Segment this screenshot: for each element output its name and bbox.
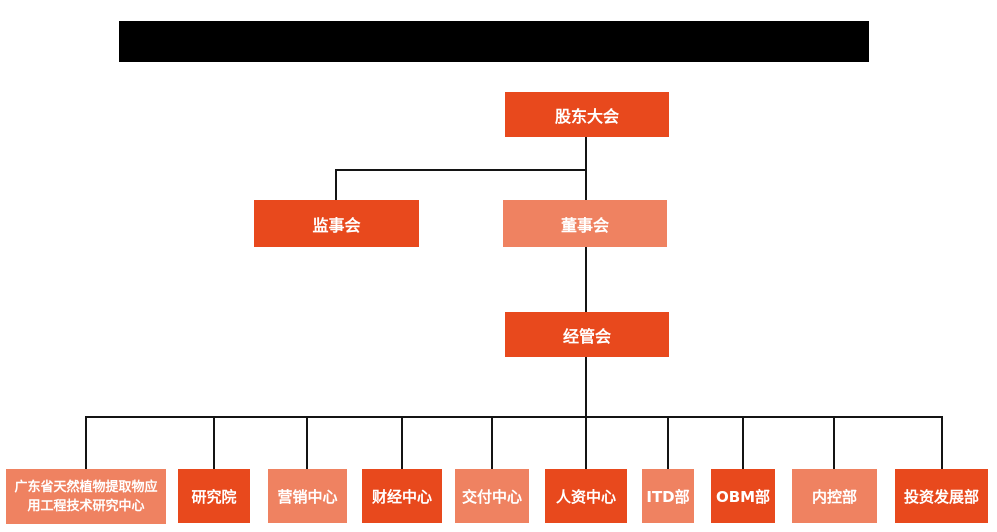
org-node-label: 经管会	[562, 326, 611, 346]
connector-line	[585, 137, 587, 201]
connector-line	[833, 416, 835, 470]
org-node-directors: 董事会	[503, 200, 667, 247]
connector-line	[491, 416, 493, 470]
org-node-label: 投资发展部	[903, 487, 979, 506]
connector-line	[585, 247, 587, 313]
org-node-finance-center: 财经中心	[362, 469, 442, 523]
org-node-label: 财经中心	[371, 487, 432, 506]
connector-line	[306, 416, 308, 470]
connector-line	[335, 169, 337, 201]
redacted-title-bar	[119, 21, 869, 62]
org-node-label: 广东省天然植物提取物应用工程技术研究中心	[14, 479, 158, 514]
org-node-shareholders: 股东大会	[505, 92, 669, 137]
org-node-label: 研究院	[191, 487, 237, 506]
org-node-obm-dept: OBM部	[711, 469, 775, 523]
org-node-marketing-center: 营销中心	[268, 469, 347, 523]
org-node-label: OBM部	[715, 487, 771, 506]
org-node-research-center: 广东省天然植物提取物应用工程技术研究中心	[6, 469, 166, 524]
org-node-itd-dept: ITD部	[642, 469, 694, 523]
connector-line	[85, 416, 87, 470]
connector-line	[667, 416, 669, 470]
org-node-internal-control-dept: 内控部	[792, 469, 877, 523]
org-node-label: 监事会	[312, 215, 361, 235]
org-node-label: 董事会	[560, 215, 609, 235]
org-node-investment-dev-dept: 投资发展部	[895, 469, 988, 523]
org-node-label: 交付中心	[461, 487, 522, 506]
connector-line	[401, 416, 403, 470]
connector-line	[585, 416, 587, 470]
org-node-label: 内控部	[811, 487, 857, 506]
connector-line	[85, 416, 943, 418]
connector-line	[742, 416, 744, 470]
org-node-delivery-center: 交付中心	[455, 469, 529, 523]
connector-line	[941, 416, 943, 470]
org-node-label: 营销中心	[277, 487, 338, 506]
org-node-research-institute: 研究院	[178, 469, 250, 523]
connector-line	[335, 169, 586, 171]
org-node-supervisors: 监事会	[254, 200, 419, 247]
org-node-label: 股东大会	[554, 106, 619, 126]
org-node-hr-center: 人资中心	[545, 469, 627, 523]
org-node-management: 经管会	[505, 312, 669, 357]
org-node-label: 人资中心	[555, 487, 616, 506]
org-node-label: ITD部	[646, 487, 690, 506]
connector-line	[213, 416, 215, 470]
connector-line	[585, 357, 587, 417]
